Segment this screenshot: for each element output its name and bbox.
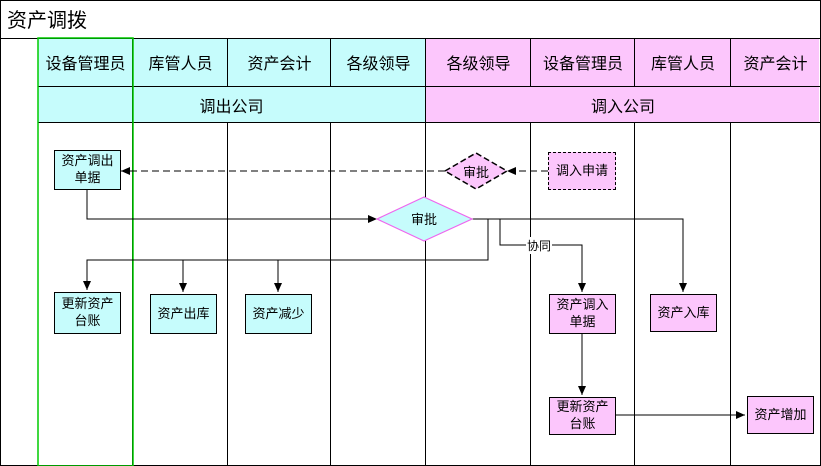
asset-increase-node: 资产增加: [747, 396, 814, 434]
cooperate-edge-label: 协同: [526, 237, 553, 254]
company-header-out: 调出公司: [199, 96, 264, 116]
role-header-out-3: 资产会计: [247, 54, 312, 73]
approve-main-label: 审批: [410, 212, 437, 228]
asset-decrease-node: 资产减少: [245, 294, 312, 334]
role-header-out-2: 库管人员: [148, 54, 213, 73]
role-header-in-4: 资产会计: [743, 54, 808, 73]
approve-main-diamond: [375, 196, 474, 242]
company-header-in: 调入公司: [590, 96, 655, 116]
update-ledger-in-node: 更新资产台账: [549, 397, 616, 435]
update-ledger-out-node: 更新资产台账: [54, 292, 121, 334]
in-doc-node: 资产调入单据: [549, 294, 616, 334]
out-doc-node: 资产调出单据: [54, 150, 121, 190]
role-header-in-3: 库管人员: [650, 54, 715, 73]
role-header-in-2: 设备管理员: [542, 54, 623, 73]
transfer-request-node: 调入申请: [548, 152, 616, 190]
approve-in-diamond: [443, 152, 509, 190]
role-header-out-1: 设备管理员: [45, 54, 126, 73]
role-header-in-1: 各级领导: [446, 54, 511, 73]
page-title: 资产调拨: [0, 0, 821, 38]
approve-in-label: 审批: [462, 165, 489, 181]
stock-in-node: 资产入库: [650, 294, 717, 332]
stock-out-node: 资产出库: [150, 294, 217, 334]
role-header-out-4: 各级领导: [346, 54, 411, 73]
